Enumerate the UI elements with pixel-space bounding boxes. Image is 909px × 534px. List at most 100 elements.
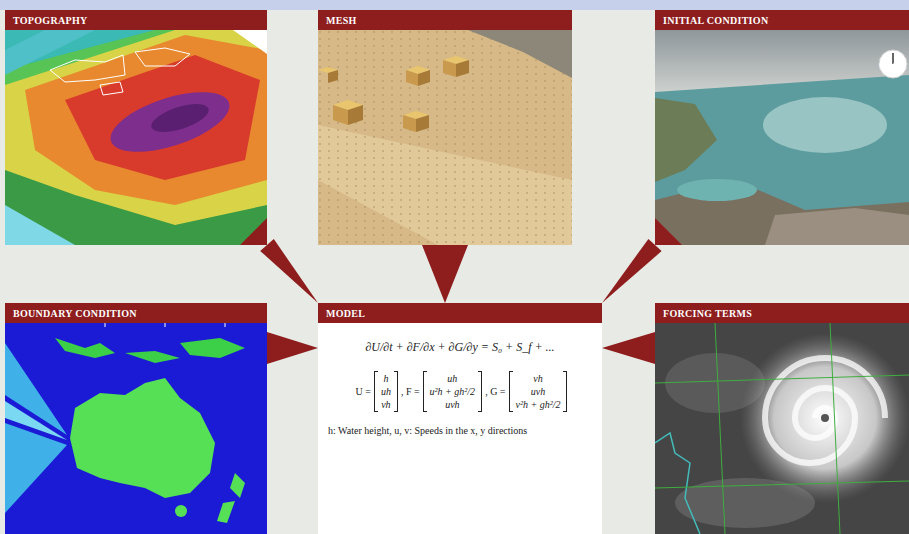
bracket-left bbox=[509, 371, 513, 412]
topography-map-part bbox=[5, 30, 95, 75]
matrix-name: , G = bbox=[482, 386, 508, 397]
mesh-view bbox=[318, 30, 572, 245]
panel-title: MESH bbox=[326, 15, 357, 26]
bracket-right bbox=[563, 371, 567, 412]
topography-map-part bbox=[5, 205, 75, 245]
panel: FORCING TERMS bbox=[655, 303, 909, 534]
variable-note: h: Water height, u, v: Speeds in the x, … bbox=[328, 424, 592, 437]
arrow-head bbox=[602, 332, 655, 364]
mesh-view-part bbox=[418, 70, 430, 86]
boundary-map-part bbox=[225, 323, 226, 327]
topography-map-part bbox=[5, 30, 267, 245]
mesh-view-part bbox=[416, 115, 429, 132]
topography-map-part bbox=[5, 30, 267, 245]
cyclone-image-part bbox=[655, 433, 700, 534]
matrix-row: U =huhvh, F =uhu²h + gh²/2uvh, G =vhuvhv… bbox=[328, 371, 592, 412]
topography-map-part bbox=[50, 55, 125, 82]
boundary-map-part bbox=[217, 501, 235, 523]
topography-map-part bbox=[148, 98, 212, 137]
boundary-map-part bbox=[5, 323, 267, 534]
panel: INITIAL CONDITION bbox=[655, 10, 909, 245]
mesh-view-part bbox=[406, 70, 418, 86]
arrow-head bbox=[655, 218, 682, 245]
flow-arrow bbox=[267, 332, 318, 364]
boundary-map-part bbox=[55, 338, 115, 358]
mesh-view-part bbox=[348, 105, 363, 125]
panel-header: MESH bbox=[318, 10, 572, 30]
matrix-column: vhuvhv²h + gh²/2 bbox=[513, 371, 564, 412]
bracket-left bbox=[423, 371, 427, 412]
clock-time: 00:00 bbox=[879, 61, 897, 70]
coast-view-part bbox=[655, 75, 909, 245]
matrix-entry: vh bbox=[516, 372, 561, 385]
boundary-map-part bbox=[70, 378, 215, 498]
coast-view-part bbox=[655, 98, 717, 182]
equation: ∂U/∂t + ∂F/∂x + ∂G/∂y = S₀ + S_f + ... bbox=[328, 339, 592, 355]
model-body: ∂U/∂t + ∂F/∂x + ∂G/∂y = S₀ + S_f + ... U … bbox=[318, 323, 602, 445]
mesh-view-part bbox=[403, 115, 416, 132]
cyclone-image-part bbox=[655, 323, 909, 534]
arrow-head bbox=[267, 332, 318, 364]
panel: MODEL∂U/∂t + ∂F/∂x + ∂G/∂y = S₀ + S_f + … bbox=[318, 303, 602, 534]
boundary-map bbox=[5, 323, 267, 534]
mesh-view-part bbox=[328, 70, 338, 83]
cyclone-image-part bbox=[655, 323, 909, 534]
bracket-right bbox=[394, 371, 398, 412]
coast-view bbox=[655, 30, 909, 245]
mesh-view-part bbox=[333, 105, 348, 125]
coast-view-part bbox=[765, 208, 909, 245]
matrix-entry: uh bbox=[381, 385, 391, 398]
mesh-view-part bbox=[318, 30, 572, 245]
panel-header: INITIAL CONDITION bbox=[655, 10, 909, 30]
mesh-view-part bbox=[318, 30, 572, 245]
coast-view-part bbox=[879, 50, 907, 78]
topography-map-part bbox=[100, 82, 123, 95]
matrix-entry: uvh bbox=[516, 385, 561, 398]
topography-map-part bbox=[25, 35, 267, 205]
boundary-map-part bbox=[105, 323, 106, 327]
cyclone-image-part bbox=[765, 358, 885, 463]
mesh-view-part bbox=[443, 60, 456, 77]
flow-arrow bbox=[422, 245, 468, 303]
matrix-name: , F = bbox=[398, 386, 423, 397]
panel: MESH bbox=[318, 10, 572, 245]
bracket-right bbox=[478, 371, 482, 412]
matrix-entry: h bbox=[381, 372, 391, 385]
matrix-entry: u²h + gh²/2 bbox=[430, 385, 476, 398]
boundary-map-part bbox=[165, 323, 166, 327]
coast-view-part bbox=[655, 180, 909, 245]
matrix: vhuvhv²h + gh²/2 bbox=[509, 371, 568, 412]
panel-header: MODEL bbox=[318, 303, 602, 323]
coast-view-part bbox=[677, 179, 757, 201]
panel-header: TOPOGRAPHY bbox=[5, 10, 267, 30]
panel: BOUNDARY CONDITION bbox=[5, 303, 267, 534]
topography-map-part bbox=[104, 80, 237, 164]
panel-title: FORCING TERMS bbox=[663, 308, 752, 319]
matrix-name: U = bbox=[353, 386, 374, 397]
matrix-entry: uvh bbox=[430, 398, 476, 411]
boundary-map-part bbox=[125, 351, 180, 363]
arrow-head bbox=[602, 239, 662, 303]
mesh-view-part bbox=[468, 30, 572, 78]
panel-header: BOUNDARY CONDITION bbox=[5, 303, 267, 323]
matrix-column: huhvh bbox=[378, 371, 394, 412]
mesh-view-part bbox=[456, 60, 469, 77]
arrow-head bbox=[240, 218, 267, 245]
matrix-entry: v²h + gh²/2 bbox=[516, 398, 561, 411]
cyclone-image bbox=[655, 323, 909, 534]
panel: TOPOGRAPHY bbox=[5, 10, 267, 245]
matrix-entry: vh bbox=[381, 398, 391, 411]
arrow-head bbox=[422, 245, 468, 303]
top-strip bbox=[0, 0, 909, 10]
boundary-map-part bbox=[5, 401, 67, 440]
matrix-column: uhu²h + gh²/2uvh bbox=[427, 371, 479, 412]
topography-map bbox=[5, 30, 267, 245]
flow-arrow bbox=[602, 332, 655, 364]
arrow-head bbox=[260, 239, 318, 303]
bracket-left bbox=[374, 371, 378, 412]
boundary-map-part bbox=[230, 473, 245, 498]
coast-view-part bbox=[763, 97, 887, 153]
matrix-entry: uh bbox=[430, 372, 476, 385]
topography-map-part bbox=[233, 30, 267, 54]
matrix: uhu²h + gh²/2uvh bbox=[423, 371, 483, 412]
